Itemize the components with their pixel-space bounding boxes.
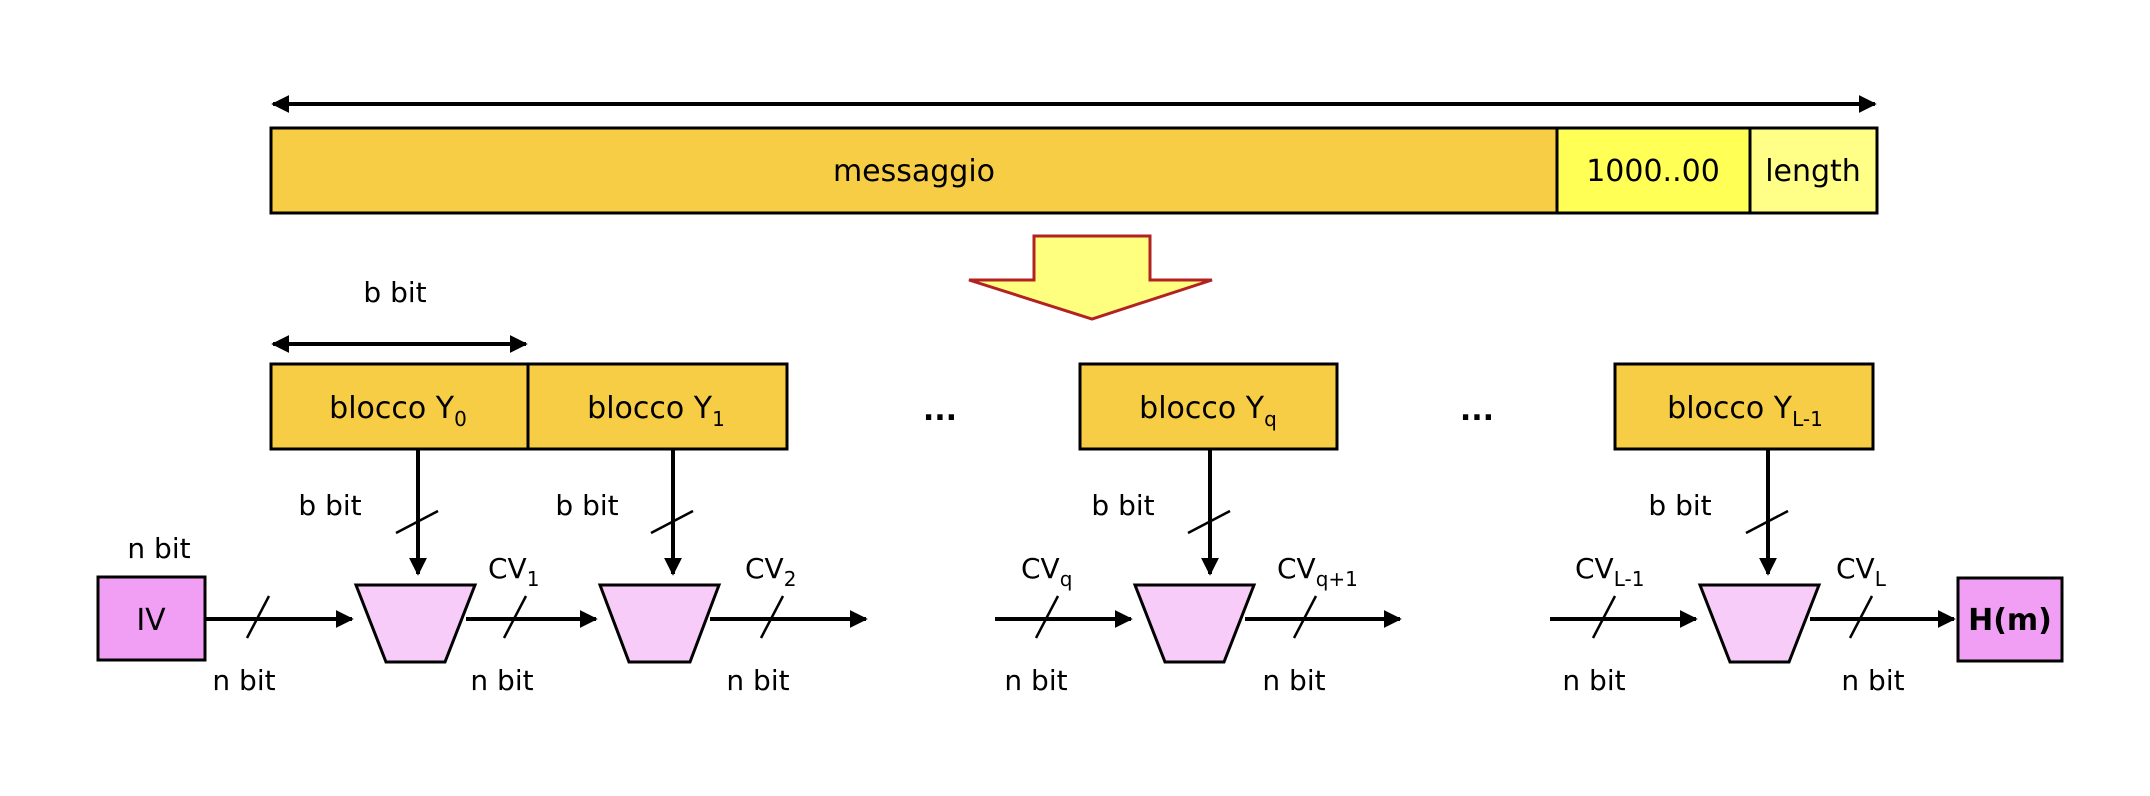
block-yq-label: blocco Yq — [1139, 391, 1277, 431]
bus-slash — [502, 595, 528, 639]
cv-label-2: CV2 — [745, 552, 796, 591]
compression-functions — [353, 583, 1822, 664]
segment-length-label: length — [1765, 154, 1861, 189]
block-yq — [1078, 362, 1339, 451]
n-bit-label: n bit — [212, 664, 275, 697]
n-bit-label: n bit — [726, 664, 789, 697]
ellipsis-2: ... — [1460, 393, 1494, 428]
b-bit-label-1: b bit — [555, 489, 618, 522]
compress-f-1 — [353, 583, 478, 664]
bus-slash — [1034, 595, 1060, 639]
block-y1 — [526, 362, 789, 451]
block-y0-label: blocco Y0 — [329, 391, 467, 431]
block-yl-1-label: blocco YL-1 — [1667, 391, 1823, 431]
cv-labels: CV1 CV2 CVq CVq+1 CVL-1 CVL — [488, 552, 1887, 591]
cv-label-q1: CVq+1 — [1277, 552, 1358, 591]
iv-label: IV — [136, 603, 166, 638]
bus-slash — [1292, 595, 1318, 639]
bus-slash — [650, 509, 694, 535]
bus-slash — [245, 595, 271, 639]
blocks-row: blocco Y0 blocco Y1 blocco Yq blocco YL-… — [269, 362, 1875, 451]
hash-output-label: H(m) — [1968, 603, 2052, 638]
n-bit-labels: n bit n bit n bit n bit n bit n bit n bi… — [212, 664, 1904, 697]
down-arrow-icon — [968, 234, 1213, 321]
chaining-arrows — [205, 595, 1956, 639]
segment-padding-label: 1000..00 — [1586, 154, 1720, 189]
bus-slash — [1187, 509, 1231, 535]
iv-box — [96, 575, 207, 662]
block-y0 — [269, 362, 530, 451]
block-y1-label: blocco Y1 — [587, 391, 725, 431]
n-bit-label: n bit — [1562, 664, 1625, 697]
n-bit-label: n bit — [1262, 664, 1325, 697]
cv-label-1: CV1 — [488, 552, 539, 591]
b-bit-label-0: b bit — [298, 489, 361, 522]
cv-label-l-1: CVL-1 — [1575, 552, 1644, 591]
b-bit-label-q: b bit — [1091, 489, 1154, 522]
message-bar: messaggio 1000..00 length — [269, 126, 1879, 215]
bus-slash — [1848, 595, 1874, 639]
b-bit-label-l-1: b bit — [1648, 489, 1711, 522]
bus-slash — [395, 509, 439, 535]
ellipsis-1: ... — [923, 393, 957, 428]
bus-slash — [1591, 595, 1617, 639]
bus-slash — [1745, 509, 1789, 535]
iv-width-label: n bit — [127, 532, 190, 565]
compress-f-l — [1697, 583, 1822, 664]
cv-label-q: CVq — [1021, 552, 1072, 591]
bus-slash — [759, 595, 785, 639]
n-bit-label: n bit — [470, 664, 533, 697]
compress-f-q — [1132, 583, 1257, 664]
block-yl-1 — [1613, 362, 1875, 451]
block-feeds: b bit b bit b bit b bit — [298, 449, 1789, 576]
n-bit-label: n bit — [1004, 664, 1067, 697]
compress-f-2 — [597, 583, 722, 664]
cv-label-l: CVL — [1836, 552, 1887, 591]
block-width-label: b bit — [363, 276, 426, 309]
segment-length — [1748, 126, 1879, 215]
segment-messaggio-label: messaggio — [833, 154, 995, 189]
n-bit-label: n bit — [1841, 664, 1904, 697]
segment-padding — [1555, 126, 1752, 215]
hash-output-box — [1956, 576, 2064, 663]
